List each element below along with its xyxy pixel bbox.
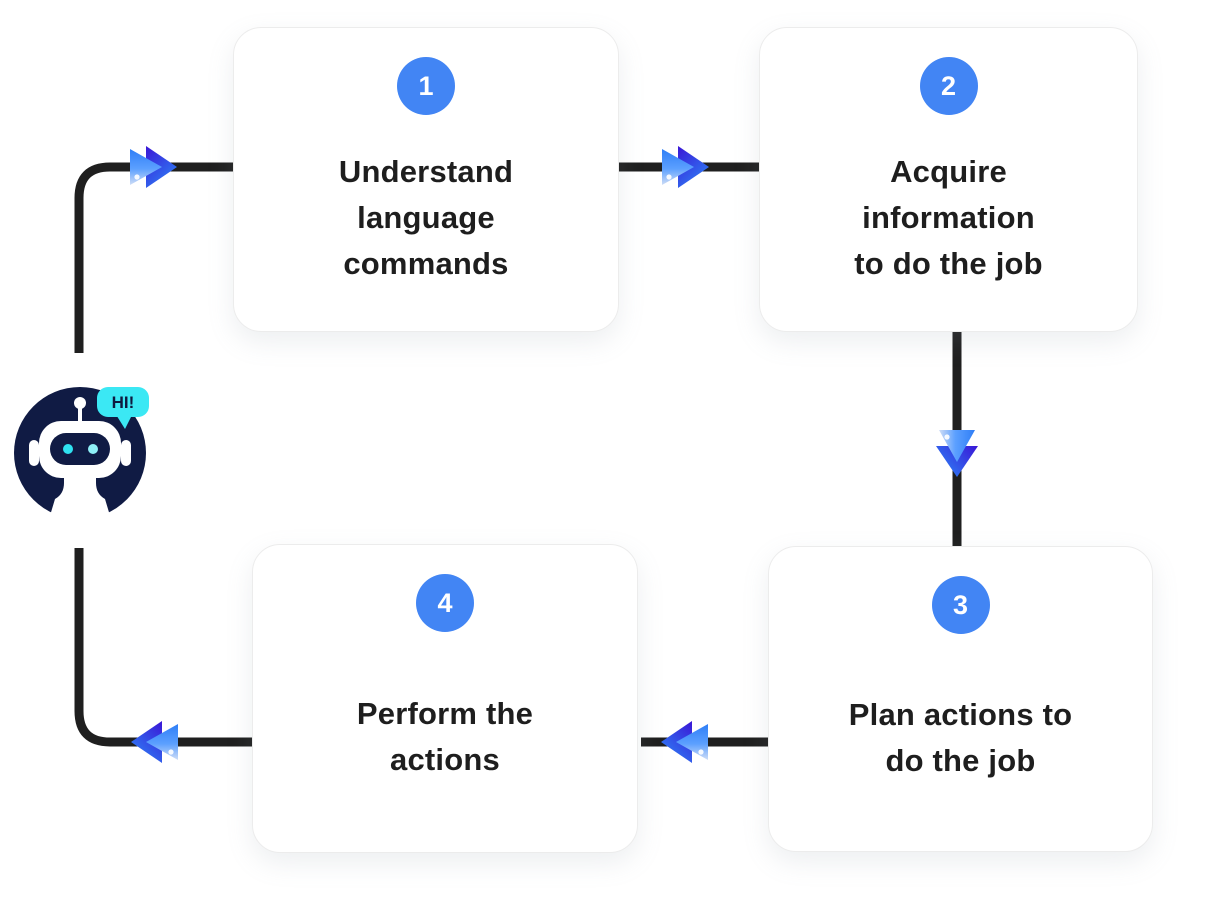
connector-left-top	[74, 162, 238, 353]
step-text-line: do the job	[885, 742, 1036, 778]
step-number: 4	[437, 587, 453, 618]
step-card-4: 4 Perform the actions	[252, 544, 638, 853]
fast-forward-arrow-icon	[662, 146, 709, 188]
step-number: 3	[952, 589, 969, 620]
fast-forward-arrow-icon	[130, 146, 177, 188]
step-card-3: 3 Plan actions to do the job	[768, 546, 1153, 852]
step-text-line: commands	[343, 246, 509, 281]
step-text-line: Perform the	[356, 696, 534, 731]
step-badge-4: 4	[416, 574, 474, 632]
step-text-line: Acquire	[890, 154, 1007, 189]
step-badge-3: 3	[931, 576, 990, 634]
step-text-line: language	[357, 200, 495, 235]
step-badge-2: 2	[919, 57, 978, 115]
step-text-line: Understand	[338, 154, 514, 189]
connector-left-bottom	[74, 548, 256, 747]
step-text-line: Plan actions to	[848, 696, 1073, 732]
step-text-line: to do the job	[854, 246, 1043, 281]
speech-bubble: HI!	[97, 387, 149, 429]
step-label-2: Acquire information to do the job	[854, 115, 1043, 331]
rewind-arrow-icon	[131, 721, 178, 763]
step-label-1: Understand language commands	[339, 115, 513, 331]
step-card-2: 2 Acquire information to do the job	[759, 27, 1138, 332]
step-label-3: Plan actions to do the job	[849, 634, 1072, 851]
step-text-line: information	[862, 200, 1035, 235]
speech-bubble-text: HI!	[112, 393, 135, 412]
step-badge-1: 1	[397, 57, 455, 115]
robot-mascot-icon: HI!	[14, 387, 149, 519]
rewind-arrow-icon	[661, 721, 708, 763]
step-text-line: actions	[390, 742, 500, 777]
fast-forward-arrow-icon	[936, 430, 978, 477]
step-label-4: Perform the actions	[357, 632, 533, 852]
step-card-1: 1 Understand language commands	[233, 27, 619, 332]
step-number: 2	[940, 70, 957, 101]
step-number: 1	[418, 70, 434, 101]
